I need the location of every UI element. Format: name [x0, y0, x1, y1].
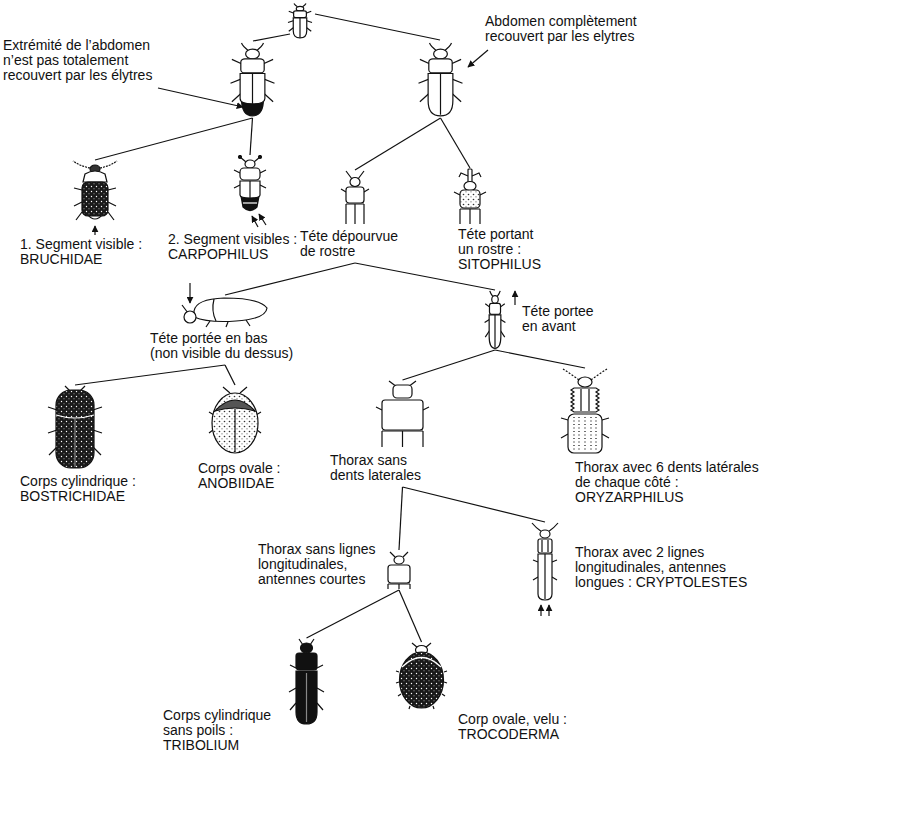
- key-caption: Téte portant un rostre : SITOPHILUS: [458, 227, 546, 276]
- pointer-arrows: [95, 50, 549, 616]
- key-caption: Corp ovale, velu : TROCODERMA: [458, 712, 578, 742]
- pointer-arrow: [94, 226, 95, 235]
- beetle-drawing: [561, 369, 609, 453]
- key-branch: [250, 118, 253, 155]
- key-branch: [403, 487, 546, 522]
- key-caption: Thorax avec 6 dents latérales de chaque …: [575, 460, 775, 509]
- beetle-drawing: [48, 386, 102, 468]
- beetle-drawing: [485, 291, 506, 348]
- pointer-arrow: [514, 291, 515, 305]
- pointer-arrow: [189, 283, 190, 303]
- beetle-drawing: [396, 643, 447, 709]
- branch-line: [253, 34, 290, 41]
- key-caption: Corps ovale : ANOBIIDAE: [198, 461, 293, 495]
- key-caption: Téte portee en avant: [522, 304, 602, 334]
- key-branch: [403, 350, 496, 380]
- key-branch: [75, 365, 225, 385]
- key-caption: 2. Segment visibles : CARPOPHILUS: [168, 232, 308, 266]
- key-step: Thorax sans dents laterales: [375, 380, 430, 487]
- key-step: Téte portee en avant: [482, 290, 508, 350]
- key-caption: Thorax sans dents laterales: [330, 453, 430, 487]
- key-branch: [225, 263, 355, 295]
- branch-line: [315, 14, 440, 40]
- key-step: Corps ovale : ANOBIIDAE: [208, 385, 262, 495]
- key-step: Thorax avec 6 dents latérales de chaque …: [555, 368, 615, 509]
- key-step: Corps cylindrique : BOSTRICHIDAE: [45, 385, 105, 508]
- key-step: Thorax avec 2 lignes longitudinales, ant…: [530, 522, 560, 602]
- beetle-drawings: [48, 4, 609, 724]
- key-branch: [399, 590, 422, 642]
- key-root-branches: [253, 14, 440, 41]
- beetle-drawing: [209, 387, 261, 453]
- beetle-drawing: [341, 171, 369, 224]
- key-caption: Thorax sans lignes longitudinales, anten…: [258, 542, 378, 587]
- pointer-arrow: [540, 605, 541, 616]
- beetle-drawing: [182, 298, 267, 327]
- pointer-arrow: [548, 605, 549, 616]
- beetle-drawing: [532, 523, 558, 600]
- key-caption: Téte portée en bas (non visible du dessu…: [150, 331, 296, 365]
- key-step: 1. Segment visible : BRUCHIDAE: [70, 160, 120, 271]
- beetle-drawing: [288, 4, 312, 38]
- beetle-drawing: [388, 552, 410, 589]
- beetle-drawing: [234, 156, 266, 211]
- key-step: Téte dépourvue de rostre: [340, 170, 370, 263]
- key-step: Extrémité de l’abdomen n’est pas totalem…: [225, 42, 280, 118]
- key-caption: Téte dépourvue de rostre: [300, 229, 415, 263]
- pointer-arrow: [252, 216, 258, 227]
- key-step: 2. Segment visibles : CARPOPHILUS: [230, 155, 270, 266]
- pointer-arrow: [468, 50, 488, 67]
- key-caption: 1. Segment visible : BRUCHIDAE: [20, 237, 160, 271]
- key-step: Corp ovale, velu : TROCODERMA: [395, 642, 448, 710]
- key-branch: [225, 365, 235, 385]
- beetle-drawing: [289, 639, 324, 724]
- key-branch: [307, 590, 400, 638]
- key-step: Téte portée en bas (non visible du dessu…: [180, 295, 270, 365]
- beetle-drawing: [454, 169, 486, 224]
- key-caption: Abdomen complètement recouvert par les e…: [485, 14, 670, 44]
- pointer-arrow: [259, 214, 266, 225]
- key-step: Téte portant un rostre : SITOPHILUS: [452, 168, 488, 276]
- key-step: Thorax sans lignes longitudinales, anten…: [382, 550, 416, 590]
- key-branch: [495, 350, 585, 368]
- key-caption: Corps cylindrique : BOSTRICHIDAE: [20, 474, 145, 508]
- key-branch: [95, 118, 253, 160]
- beetle-drawing: [231, 43, 275, 116]
- beetle-drawing: [73, 161, 117, 220]
- beetle-drawing: [376, 381, 429, 447]
- key-caption: Extrémité de l’abdomen n’est pas totalem…: [3, 38, 168, 83]
- key-step: Abdomen complètement recouvert par les e…: [413, 42, 468, 118]
- key-branch: [355, 118, 441, 170]
- key-step: Corps cylindrique sans poils : TRIBOLIUM: [288, 638, 325, 725]
- pointer-arrow: [158, 88, 243, 107]
- key-caption: Thorax avec 2 lignes longitudinales, ant…: [575, 545, 775, 590]
- key-branch: [399, 487, 403, 550]
- key-caption: Corps cylindrique sans poils : TRIBOLIUM: [163, 708, 281, 753]
- key-branch: [441, 118, 471, 168]
- beetle-drawing: [419, 43, 463, 116]
